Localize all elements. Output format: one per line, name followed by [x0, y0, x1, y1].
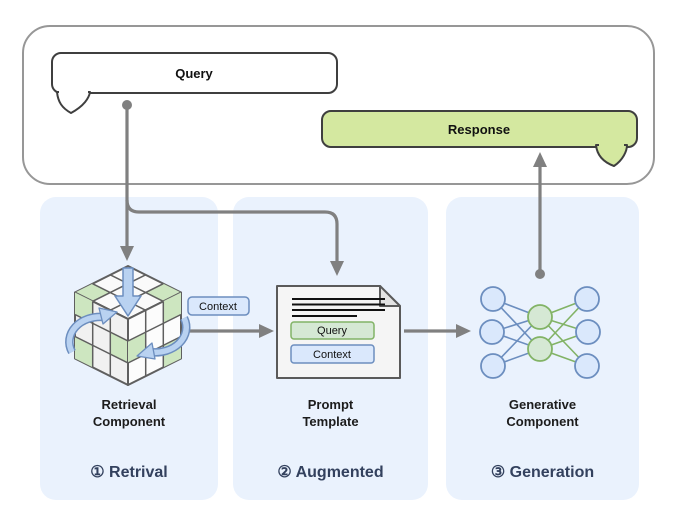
neural-network-icon	[479, 286, 601, 379]
page-fold	[379, 285, 401, 307]
response-bubble-label: Response	[448, 122, 510, 137]
generative-to-response-connector	[533, 152, 547, 279]
context-chip-label: Context	[199, 301, 237, 313]
query-slot-chip: Query	[290, 321, 375, 340]
query-bubble-label: Query	[175, 66, 213, 81]
label-line: Retrieval	[101, 397, 157, 412]
prompt-to-generative-connector	[404, 324, 471, 338]
retrieval-to-prompt-connector	[188, 324, 274, 338]
context-slot-chip: Context	[290, 344, 375, 364]
rotate-arrow-right-icon	[136, 316, 191, 360]
query-to-retrieval-connector	[120, 100, 134, 261]
arrowhead-right-icon	[456, 324, 471, 338]
generative-component-label: Generative Component	[446, 396, 639, 430]
query-to-prompt-connector	[125, 199, 344, 276]
text-lines	[292, 298, 385, 317]
bubble-tail	[56, 91, 91, 114]
context-slot-label: Context	[313, 349, 351, 361]
step-label-retrival: ① Retrival	[90, 464, 168, 481]
prompt-template-label: Prompt Template	[233, 396, 428, 430]
response-bubble: Response	[321, 110, 638, 167]
query-slot-label: Query	[317, 325, 347, 337]
label-line: Prompt	[307, 397, 354, 412]
bubble-tail	[595, 144, 628, 167]
connector-start-dot	[535, 269, 545, 279]
label-line: Template	[302, 414, 359, 429]
rotate-arrow-left-icon	[65, 307, 118, 355]
arrowhead-down-icon	[330, 261, 344, 276]
context-chip: Context	[187, 296, 250, 316]
retrieval-cube-icon	[65, 265, 191, 386]
label-line: Generative	[508, 397, 577, 412]
step-label-augmented: ② Augmented	[277, 464, 384, 481]
step-label-generation: ③ Generation	[490, 464, 595, 481]
insert-arrow-icon	[114, 267, 142, 317]
retrieval-component-label: Retrieval Component	[40, 396, 218, 430]
arrowhead-up-icon	[533, 152, 547, 167]
query-bubble: Query	[51, 52, 338, 114]
label-line: Component	[506, 414, 579, 429]
arrowhead-down-icon	[120, 246, 134, 261]
label-line: Component	[92, 414, 166, 429]
prompt-document-icon: Query Context	[276, 285, 401, 379]
arrowhead-right-icon	[259, 324, 274, 338]
connector-start-dot	[122, 100, 132, 110]
